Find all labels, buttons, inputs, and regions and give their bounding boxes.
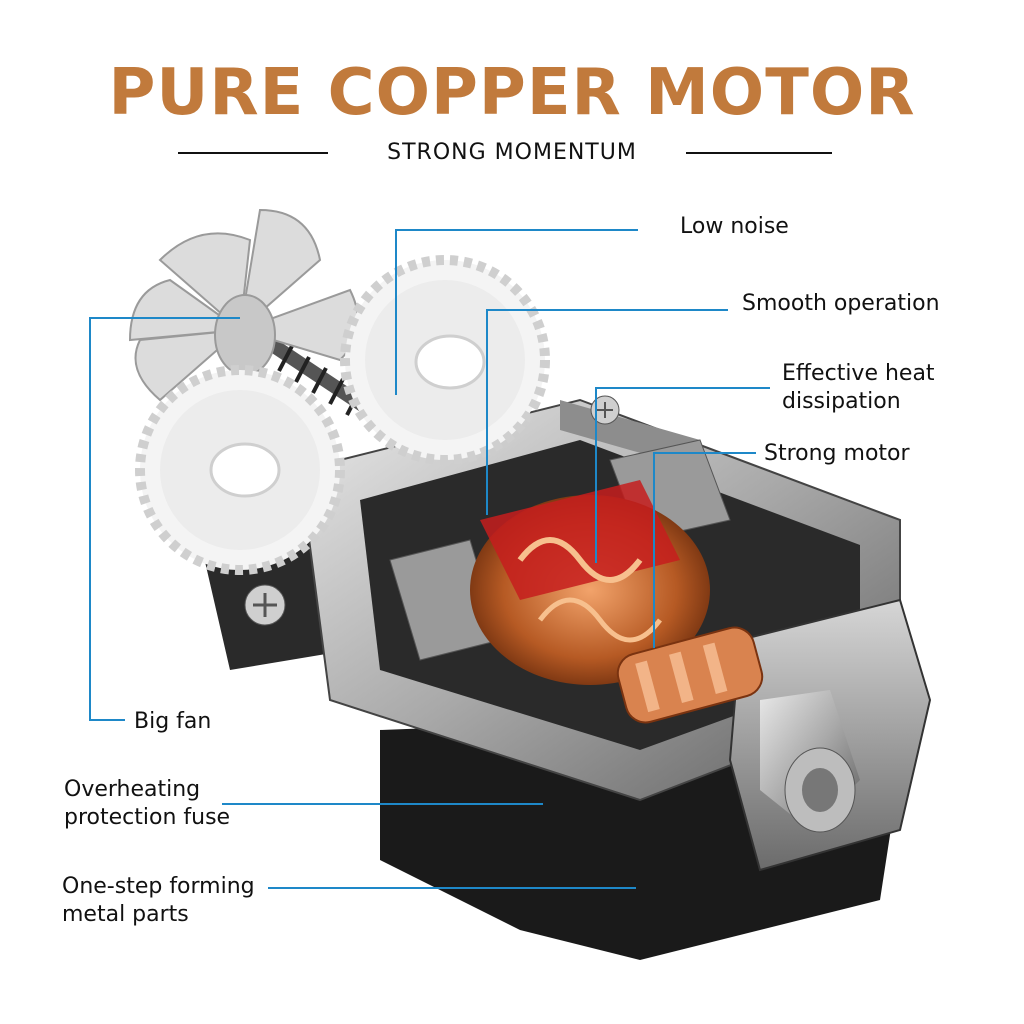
subtitle: STRONG MOMENTUM	[387, 140, 637, 165]
label-metal-parts: One-step forming metal parts	[62, 874, 255, 927]
label-low-noise: Low noise	[680, 214, 789, 239]
gear-bottom	[135, 365, 345, 575]
page-title: PURE COPPER MOTOR	[108, 56, 916, 130]
gear-top	[340, 255, 550, 465]
fan	[128, 208, 359, 402]
callout-line-strong-motor	[653, 452, 756, 648]
callout-line-heat-dissipation	[595, 387, 770, 563]
screws	[244, 395, 620, 626]
commutator	[616, 626, 764, 724]
label-heat-dissipation: Effective heat dissipation	[782, 361, 935, 414]
copper-rotor	[470, 480, 710, 685]
subtitle-right-rule	[686, 152, 832, 154]
label-big-fan: Big fan	[134, 709, 212, 734]
callout-line-smooth-operation	[486, 309, 728, 515]
label-strong-motor: Strong motor	[764, 441, 910, 466]
shaft-cone	[760, 690, 860, 833]
callout-line-big-fan	[89, 317, 240, 721]
label-smooth-operation: Smooth operation	[742, 291, 940, 316]
callout-lines	[89, 229, 770, 889]
subtitle-row: STRONG MOMENTUM	[0, 140, 1024, 170]
callout-line-low-noise	[395, 229, 638, 395]
label-overheating-fuse: Overheating protection fuse	[64, 777, 231, 830]
subtitle-left-rule	[178, 152, 328, 154]
